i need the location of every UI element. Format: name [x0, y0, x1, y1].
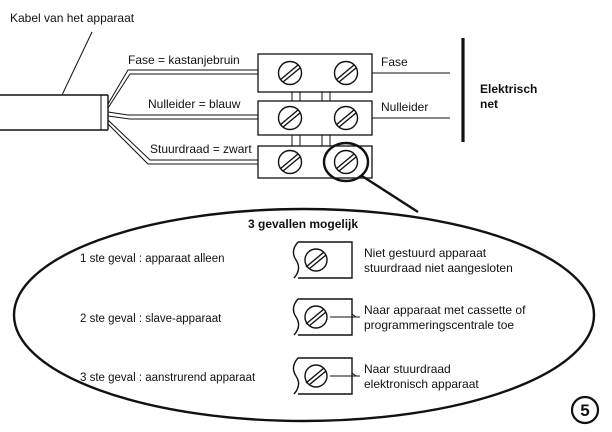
case3-label: 3 ste geval : aanstrurend apparaat	[80, 372, 256, 384]
terminal-block	[257, 53, 373, 179]
case2-desc-line1: Naar apparaat met cassette of	[364, 303, 526, 317]
network-title-line1: Elektrisch	[480, 82, 537, 96]
screw-icon	[333, 60, 359, 86]
highlight-ellipse	[322, 141, 370, 183]
case2-terminal	[292, 298, 360, 336]
wire-label-neutral: Nulleider = blauw	[148, 97, 241, 111]
cases-title: 3 gevallen mogelijk	[248, 217, 358, 231]
network-title-line2: net	[480, 97, 498, 111]
network-label-phase: Fase	[381, 55, 408, 69]
terminal-row-control	[257, 145, 373, 179]
wire-label-control: Stuurdraad = zwart	[150, 142, 252, 156]
wire-label-phase: Fase = kastanjebruin	[128, 53, 240, 67]
case1-desc-line2: stuurdraad niet aangesloten	[364, 261, 513, 275]
step-number: 5	[580, 401, 589, 420]
screw-icon	[333, 105, 359, 131]
case1-terminal	[292, 241, 353, 279]
step-number-badge	[570, 395, 600, 425]
screw-icon	[277, 60, 303, 86]
cable-label: Kabel van het apparaat	[10, 11, 135, 25]
fanout-wires	[107, 69, 258, 165]
case3-terminal	[292, 357, 360, 395]
case2-desc-line2: programmeringscentrale toe	[364, 318, 514, 332]
network-label-neutral: Nulleider	[381, 100, 428, 114]
case3-desc-line2: elektronisch apparaat	[364, 377, 479, 391]
screw-icon	[333, 149, 359, 175]
screw-icon	[277, 149, 303, 175]
case1-label: 1 ste geval : apparaat alleen	[80, 253, 225, 265]
device-cable	[0, 94, 109, 131]
case2-label: 2 ste geval : slave-apparaat	[80, 313, 222, 325]
screw-icon	[277, 105, 303, 131]
callout-connector	[361, 174, 419, 214]
terminal-row-phase	[257, 53, 373, 93]
case1-desc-line1: Niet gestuurd apparaat	[364, 246, 487, 260]
cases-ellipse	[12, 207, 596, 423]
screw-icon	[304, 364, 328, 388]
cable-leader-line	[61, 31, 93, 96]
screw-icon	[304, 248, 328, 272]
terminal-row-neutral	[257, 100, 373, 136]
screw-icon	[304, 305, 328, 329]
case3-desc-line1: Naar stuurdraad	[364, 362, 451, 376]
